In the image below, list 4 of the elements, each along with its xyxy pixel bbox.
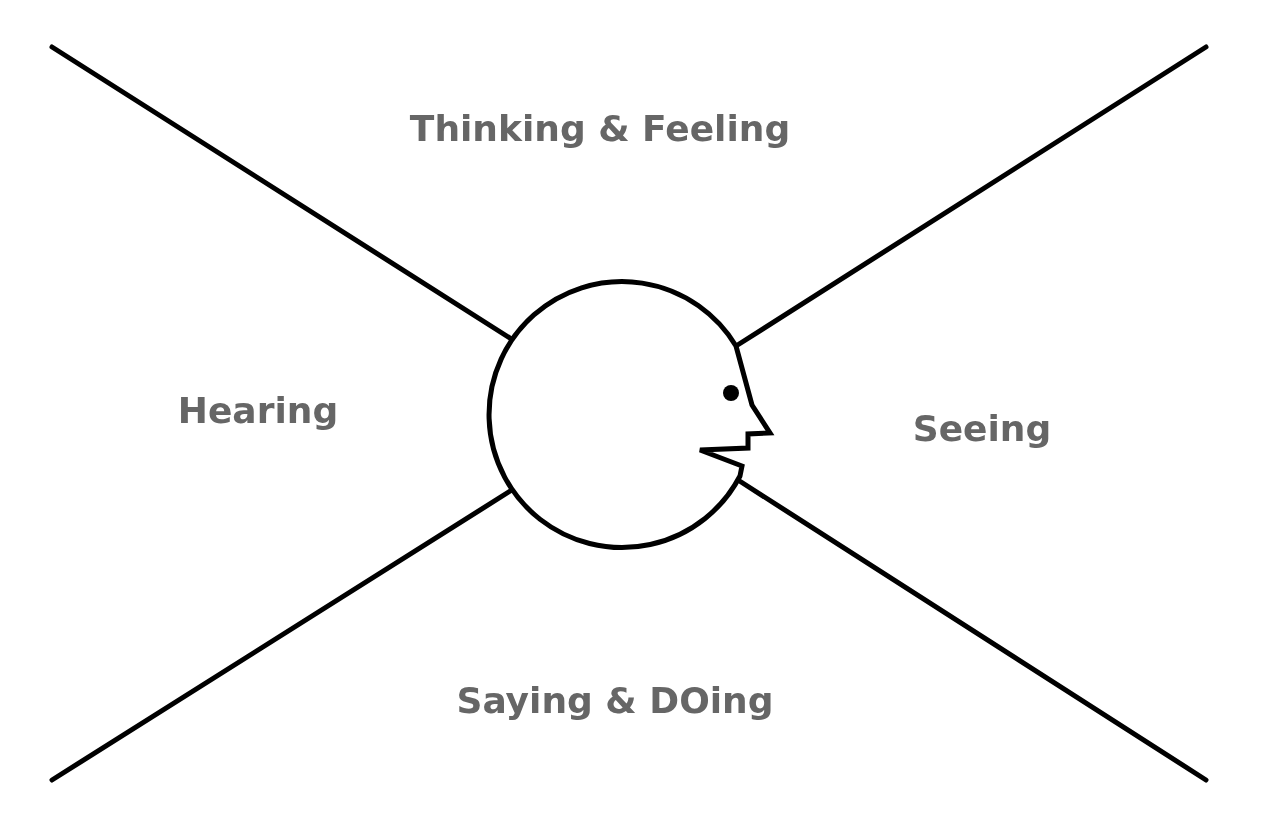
quadrant-label: Hearing: [177, 389, 339, 431]
quadrant-label: Saying & DOing: [456, 679, 774, 721]
quadrant-label: Thinking & Feeling: [409, 107, 791, 149]
quadrant-label: Seeing: [912, 407, 1052, 449]
